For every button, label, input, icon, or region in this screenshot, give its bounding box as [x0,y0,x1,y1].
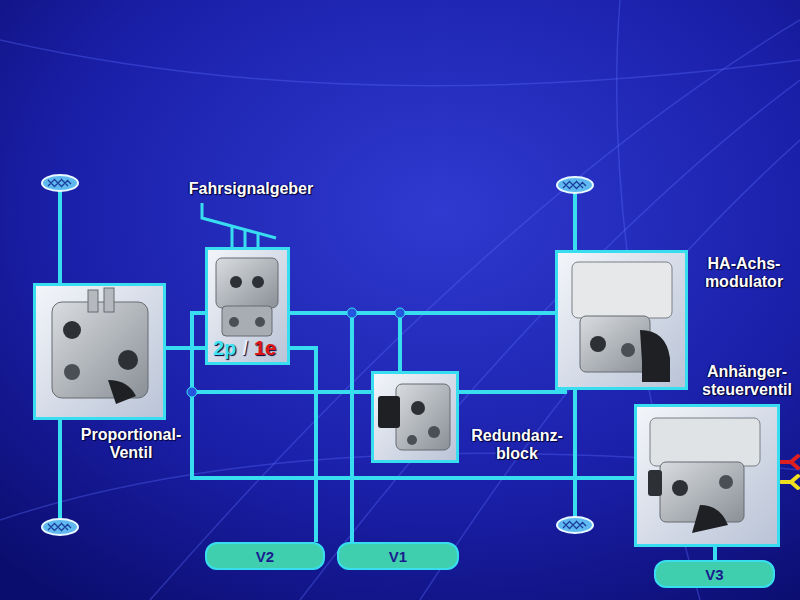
part-name: Anhänger- steuerventil [695,363,799,399]
valve-frame: HA-Achs- modulator [555,250,688,390]
part-name: Proportional- Ventil [66,426,196,462]
part-name: Fahrsignalgeber [166,180,336,198]
supply-box: V2 [205,542,325,570]
pipe-line [290,313,352,542]
valve-frame: Redundanz- block [371,371,459,463]
supply-label: V3 [705,566,723,583]
pipe-line [192,313,371,392]
part-name: HA-Achs- modulator [693,255,795,291]
supply-box: V1 [337,542,459,570]
signal-row: 2p / 1e [213,337,282,359]
part-name: Redundanz- block [465,427,569,463]
pipe-line [166,346,205,350]
pipe-line [713,547,717,560]
valve-frame: Proportional- Ventil [33,283,166,420]
pipe-line [459,390,565,392]
signal-name: 2p [213,337,236,359]
signal-name: 1e [254,337,276,359]
pipe-line [192,313,634,478]
valve-frame: Anhänger- steuerventil [634,404,780,547]
supply-box: V3 [654,560,775,588]
supply-label: V1 [389,548,407,565]
valve-frame: Fahrsignalgeber2p/1e [205,247,290,365]
pipe-line [290,348,316,542]
supply-label: V2 [256,548,274,565]
signal-name: / [242,337,248,359]
pipe-line [290,313,400,371]
